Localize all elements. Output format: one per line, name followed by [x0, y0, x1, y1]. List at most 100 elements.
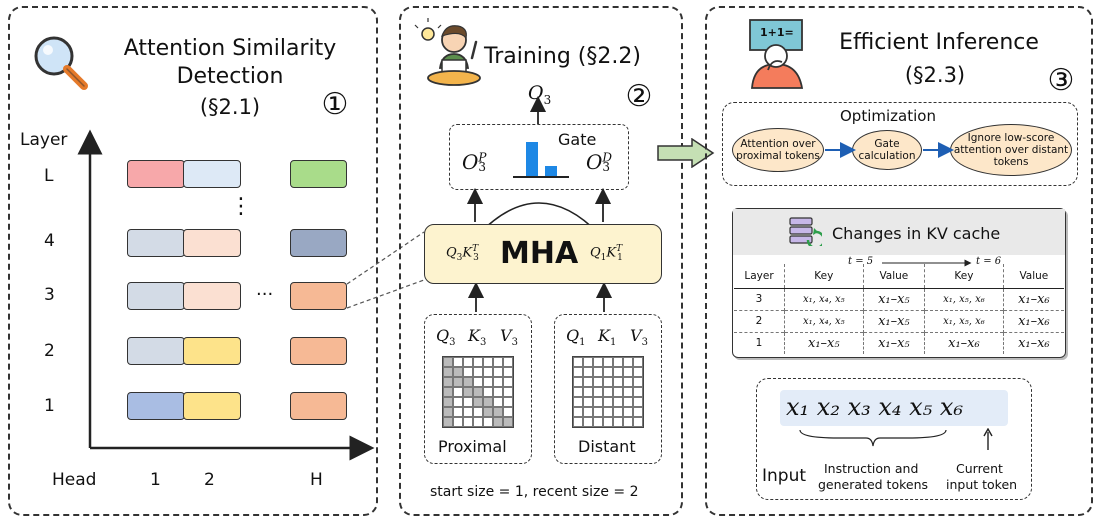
block-4-head2: [183, 229, 241, 257]
kv-header-value-t5: Value: [862, 264, 925, 288]
panel3-title: Efficient Inference: [839, 30, 1039, 55]
panel1-axes: [77, 129, 375, 461]
optimization-arrows: [825, 142, 954, 158]
layer-label-2: 2: [44, 341, 55, 361]
kv-cell: x₁–x₅: [862, 310, 925, 332]
block-3-head1: [127, 282, 185, 310]
kv-t5: t = 5: [848, 256, 874, 267]
token-strip: [780, 390, 1008, 426]
kv-header-key-t6: Key: [924, 264, 1004, 288]
table-row: 3 x₁, x₄, x₅ x₁–x₅ x₁, x₅, x₆ x₁–x₆: [734, 288, 1064, 310]
kv-cell: x₁–x₆: [1002, 288, 1064, 310]
instruction-line1: Instruction and: [824, 461, 919, 476]
input-tokens: x₁ x₂ x₃ x₄ x₅ x₆: [786, 393, 964, 421]
block-1-head1: [127, 392, 185, 420]
proximal-label: Proximal: [438, 437, 507, 456]
proximal-v: V3: [500, 326, 518, 349]
head-label-H: H: [310, 470, 323, 490]
distant-attention-grid: [572, 356, 644, 428]
table-row: 1 x₁–x₅ x₁–x₅ x₁–x₆ x₁–x₆: [734, 332, 1064, 354]
step-ignore-distant: Ignore low-score attention over distant …: [950, 124, 1072, 176]
block-3-head2: [183, 282, 241, 310]
gate-label: Gate: [558, 130, 597, 149]
kv-cell: x₁, x₅, x₆: [924, 288, 1004, 310]
kv-cell: 3: [755, 293, 763, 305]
panel3-section: (§2.3): [904, 63, 966, 87]
input-label: Input: [762, 466, 807, 486]
kv-header-value-t6: Value: [1002, 264, 1064, 288]
distant-q: Q1: [566, 326, 586, 349]
optimization-label: Optimization: [840, 107, 936, 125]
block-L-head2: [183, 160, 241, 188]
kv-title-bar: [733, 209, 1065, 255]
student-reading-icon: [414, 18, 481, 86]
current-token-arrow: [983, 428, 993, 450]
kv-title: Changes in KV cache: [832, 224, 1001, 243]
kv-cell: 2: [755, 315, 763, 327]
kv-cache-icon: [789, 217, 822, 246]
layer-label-1: 1: [44, 396, 55, 416]
panel1-number-badge: ①: [321, 87, 349, 122]
input-brace: [799, 429, 947, 447]
table-row: 2 x₁, x₄, x₅ x₁–x₅ x₁, x₅, x₆ x₁–x₆: [734, 310, 1064, 332]
green-arrow-icon: [657, 138, 715, 168]
current-line2: input token: [946, 477, 1018, 492]
proximal-q: Q3: [436, 326, 456, 349]
kv-header-layer: Layer: [744, 269, 774, 282]
block-2-headH: [290, 337, 347, 365]
kv-cell: x₁, x₄, x₅: [784, 310, 864, 332]
kv-cell: x₁–x₅: [784, 332, 864, 354]
kv-cache-box: [732, 208, 1066, 358]
kv-t6: t = 6: [976, 256, 1002, 267]
panel2-graphics: [466, 95, 613, 312]
mha-block: [424, 224, 662, 284]
gate-box: [449, 124, 629, 190]
kv-table: Layer Key Value Key Value 3 x₁, x₄, x₅ x…: [734, 264, 1064, 354]
gate-bar-distant: [545, 166, 557, 176]
block-3-headH: [290, 282, 347, 310]
block-4-headH: [290, 229, 347, 257]
board-text: 1+1=: [760, 26, 794, 39]
block-2-head1: [127, 337, 185, 365]
block-L-headH: [290, 160, 347, 188]
kv-cell: x₁–x₆: [924, 332, 1004, 354]
vertical-dots: ⋮: [230, 194, 252, 219]
panel1-title-line2: Detection: [176, 64, 284, 89]
kv-cell: x₁, x₅, x₆: [924, 310, 1004, 332]
panel2-title: Training (§2.2): [484, 44, 641, 69]
panel2-footer: start size = 1, recent size = 2: [430, 484, 639, 500]
y-axis-label: Layer: [20, 130, 68, 150]
panel2-number-badge: ②: [625, 79, 653, 114]
panel1-title-line1: Attention Similarity: [123, 36, 337, 61]
proximal-k: K3: [468, 326, 487, 349]
kv-cell: x₁–x₅: [862, 332, 925, 354]
head-label-1: 1: [150, 470, 161, 490]
qk-right: Q1KT1: [590, 244, 623, 263]
magnifier-icon: [34, 36, 88, 90]
distant-label: Distant: [578, 437, 636, 456]
panel-training: [399, 6, 683, 516]
distant-k: K1: [598, 326, 617, 349]
instruction-line2: generated tokens: [818, 477, 929, 492]
head-label-2: 2: [204, 470, 215, 490]
panel-attention-similarity: [8, 6, 378, 516]
horizontal-dots: ···: [256, 284, 274, 305]
kv-cell: x₁–x₆: [1002, 332, 1064, 354]
step-gate-calculation: Gate calculation: [852, 130, 922, 170]
kv-cell: x₁–x₆: [1002, 310, 1064, 332]
block-2-head2: [183, 337, 241, 365]
layer-label-4: 4: [44, 231, 55, 251]
kv-cell: x₁–x₅: [862, 288, 925, 310]
panel-efficient-inference: [705, 6, 1093, 516]
distant-v: V3: [630, 326, 648, 349]
panel3-number-badge: ③: [1047, 63, 1075, 98]
kv-table-wrap: Layer Key Value Key Value 3 x₁, x₄, x₅ x…: [734, 264, 1064, 354]
panel1-section: (§2.1): [199, 95, 261, 119]
optimization-box: [722, 102, 1078, 186]
input-box: [756, 378, 1032, 500]
kv-cell: 1: [755, 337, 763, 350]
block-1-head2: [183, 392, 241, 420]
